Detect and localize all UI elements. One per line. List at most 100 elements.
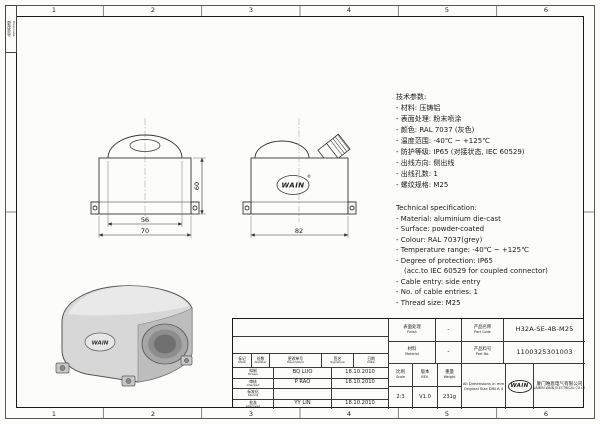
mounting-hole	[349, 205, 355, 211]
weight-label: 重量 Weight	[437, 363, 461, 386]
label-en: Checked	[246, 382, 260, 387]
label-en: Finish	[407, 329, 417, 334]
zone-label-bottom: 5	[444, 410, 450, 418]
spec-item-cn: - 颜色: RAL 7037 (灰色)	[396, 126, 475, 134]
wain-logo: WAIN	[507, 380, 532, 393]
spec-block-cn: 技术参数: - 材料: 压铸铝 - 表面处理: 粉末喷涂 - 颜色: RAL 7…	[396, 92, 586, 191]
hood-dome-outline	[254, 140, 310, 159]
mounting-foot	[242, 201, 252, 215]
wain-logo-text: WAIN	[92, 341, 109, 347]
dim-82: 82	[295, 227, 303, 235]
label-cn: 签名	[333, 355, 342, 361]
title-block: 标记 Mark 处数 Number 更改单号 Description 签名 Si…	[232, 318, 585, 409]
rev-header-description: 更改单号 Description	[269, 353, 321, 367]
corner-label-cn: 更改单号	[7, 21, 12, 37]
spec-item-cn: - 防护等级: IP65 (对接状态, IEC 60529)	[396, 148, 525, 156]
sign-name-approved: YY LIN	[273, 398, 331, 409]
mounting-hole	[244, 205, 250, 211]
sign-name-drawn: BQ LUO	[273, 367, 331, 378]
zone-label-top: 5	[444, 6, 450, 14]
wain-logo-oval	[276, 175, 310, 195]
spec-title-cn: 技术参数:	[396, 93, 427, 101]
spec-block-en: Technical specification: - Material: alu…	[396, 203, 596, 308]
mounting-hole	[184, 358, 189, 363]
spec-item-en: - Degree of protection: IP65	[396, 256, 493, 265]
label-cn: 审核	[249, 378, 257, 384]
label-cn: 更改单号	[287, 355, 304, 361]
spec-item-en: - Thread size: M25	[396, 298, 461, 307]
wain-logo-oval	[84, 332, 116, 352]
rev-label: 版本 REV.	[412, 363, 437, 386]
sign-date-drawn: 18.10.2010	[331, 367, 388, 378]
front-view: 56 70 60	[90, 118, 206, 238]
part-code-value: H32A-SE-4B-M25	[503, 319, 585, 341]
material-label: 材料 Material	[388, 341, 435, 363]
sign-role-checked: 审核 Checked	[233, 377, 273, 389]
extension-lines	[98, 157, 206, 238]
registered-mark-icon: ®	[307, 174, 311, 179]
connector-opening-core	[154, 334, 176, 354]
part-no-value: 1100325301003	[503, 341, 585, 363]
dim-70: 70	[141, 227, 149, 235]
label-cn: 标记	[238, 355, 246, 361]
spec-item-en: - Surface: powder-coated	[396, 225, 485, 233]
zone-label-top: 4	[346, 6, 352, 14]
mounting-hole	[125, 378, 132, 384]
label-cn: 日期	[367, 355, 375, 361]
spec-item-en: - Material: aluminium die-cast	[396, 214, 501, 223]
finish-value: -	[435, 319, 461, 341]
label-en: Drawn	[248, 372, 258, 377]
label-cn: 版本	[420, 369, 430, 375]
iso-top-face	[68, 286, 189, 316]
label-en: REV.	[421, 374, 429, 379]
spec-item-cn: - 表面处理: 粉末喷涂	[396, 115, 462, 123]
mounting-foot	[190, 201, 200, 215]
sign-role-drawn: 拟制 Drawn	[233, 367, 273, 378]
spec-item-en: - No. of cable entries: 1	[396, 288, 478, 296]
label-en: Weight	[443, 374, 456, 379]
side-view: WAIN ® 82	[242, 118, 357, 238]
sign-name-standz	[273, 388, 331, 399]
label-en: Approved	[245, 403, 261, 408]
material-value: -	[435, 341, 461, 363]
note-line: All Dimensions in mm	[462, 380, 505, 386]
zone-label-bottom: 2	[150, 410, 156, 418]
dimension-notes: All Dimensions in mm Original Size DIN A…	[461, 363, 505, 409]
label-cn: 产品料号	[473, 347, 492, 353]
label-cn: 标准化	[247, 389, 259, 395]
label-en: Mark	[238, 359, 246, 364]
zone-ticks	[5, 5, 595, 419]
zone-label-top: 3	[248, 6, 254, 14]
cable-entry-stub	[317, 133, 351, 166]
company-name-cell: 厦门唯恩电气有限公司 XIAMEN WAIN ELECTRICAL CO.LTD	[533, 363, 585, 409]
hood-dome-outline	[107, 134, 183, 159]
label-en: Number	[254, 359, 267, 364]
label-cn: 比例	[396, 369, 405, 375]
label-en: Signature	[330, 359, 345, 364]
label-en: Material	[405, 352, 419, 357]
zone-label-bottom: 6	[543, 410, 549, 418]
zone-label-bottom: 4	[346, 410, 352, 418]
label-cn: 产品名称	[473, 324, 492, 330]
wain-logo-text: WAIN	[510, 383, 529, 390]
spec-item-en: (acc.to IEC 60529 for coupled connector)	[404, 267, 548, 275]
mounting-hole	[59, 365, 66, 371]
zone-label-bottom: 1	[51, 410, 57, 418]
mounting-hole	[92, 205, 98, 211]
rev-header-signature: 签名 Signature	[321, 353, 353, 367]
revision-row-empty	[233, 336, 388, 353]
hood-body-outline	[98, 157, 192, 215]
zone-label-top: 6	[543, 6, 549, 14]
sign-name-checked: P RAO	[273, 377, 331, 388]
spec-item-cn: - 出线孔数: 1	[396, 170, 438, 178]
sign-date-approved: 18.10.2010	[331, 398, 388, 409]
label-en: Standz	[247, 393, 259, 398]
label-cn: 批准	[249, 399, 257, 405]
label-en: Date	[367, 359, 375, 364]
part-no-label: 产品料号 Part No.	[461, 341, 503, 363]
label-cn: 处数	[256, 355, 265, 361]
hood-body-outline	[250, 157, 349, 215]
label-cn: 重量	[445, 369, 454, 375]
spec-item-cn: - 材料: 压铸铝	[396, 104, 441, 112]
